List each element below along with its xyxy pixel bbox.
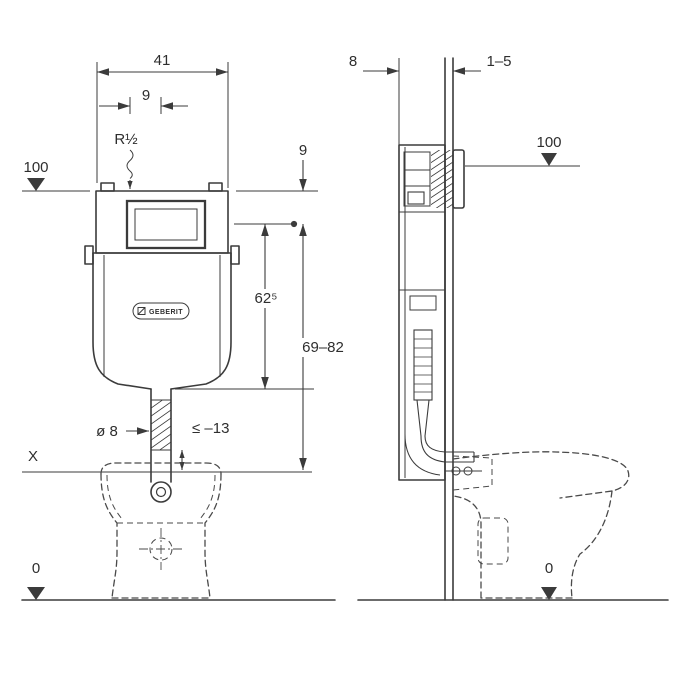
brand-logo-icon xyxy=(137,307,146,315)
service-opening-outer xyxy=(125,199,207,250)
wall-lines xyxy=(444,57,454,601)
front-dim-width: 41 xyxy=(96,52,229,188)
side-datum-0: 0 xyxy=(357,560,669,601)
water-squiggle-icon xyxy=(126,149,134,179)
dim-41-label: 41 xyxy=(154,52,171,69)
datum-0-left-label: 0 xyxy=(32,560,40,577)
tank-side-outline xyxy=(398,144,446,481)
toilet-bowl-side xyxy=(452,451,630,599)
dia-8-label: ø 8 xyxy=(96,423,118,440)
fixing-bolt-icon xyxy=(451,466,461,476)
side-view: 8 1–5 xyxy=(349,53,669,601)
dim-62-label: 62⁵ xyxy=(255,290,278,307)
cistern-side-tab-left xyxy=(84,245,94,265)
tank-outline-right xyxy=(170,252,232,390)
flush-bend-side xyxy=(413,329,433,401)
datum-x-label: X xyxy=(28,448,38,465)
datum-100-right-label: 100 xyxy=(536,134,561,151)
flush-plate-side xyxy=(452,149,465,209)
front-datum-100: 100 xyxy=(22,159,90,192)
wall-section-hatch xyxy=(431,150,453,208)
datum-triangle-icon xyxy=(541,587,557,600)
reference-dot-icon xyxy=(290,220,298,228)
dim-9-right-label: 9 xyxy=(299,142,307,159)
datum-0-right-label: 0 xyxy=(545,560,553,577)
pipe-cut-hatch xyxy=(151,400,171,450)
front-dim-supply-offset: 9 xyxy=(99,87,188,114)
front-datum-0: 0 xyxy=(21,560,336,601)
brand-badge: GEBERIT xyxy=(132,302,190,320)
cistern-top-tab-left xyxy=(100,182,115,192)
brand-badge-outline xyxy=(132,302,190,320)
pipe-diameter-callout: ø 8 xyxy=(96,423,149,440)
front-view: 41 9 R½ 100 9 xyxy=(21,52,349,601)
dim-8-label: 8 xyxy=(349,53,357,70)
side-dim-cladding: 1–5 xyxy=(453,53,512,75)
cistern-top-tab-right xyxy=(208,182,223,192)
side-dim-depth: 8 xyxy=(349,53,400,145)
pipe-cut-callout: ≤ –13 xyxy=(179,420,229,470)
cistern-side xyxy=(398,144,482,481)
brand-label: GEBERIT xyxy=(149,309,183,316)
front-dim-plate-drop: 9 xyxy=(236,142,318,192)
datum-100-left-label: 100 xyxy=(23,159,48,176)
datum-triangle-icon xyxy=(541,153,557,166)
cut-13-label: ≤ –13 xyxy=(192,420,229,437)
dim-9-top-label: 9 xyxy=(142,87,150,104)
datum-triangle-icon xyxy=(27,587,45,600)
bowl-trap-outline xyxy=(477,517,509,565)
dim-1-5-label: 1–5 xyxy=(486,53,511,70)
tank-outline-left xyxy=(92,252,152,390)
pipe-bowl-connection xyxy=(150,481,172,503)
bowl-outlet-circle xyxy=(149,537,173,561)
water-supply-callout: R½ xyxy=(114,131,138,189)
front-datum-x: X xyxy=(22,448,312,473)
dim-69-82-label: 69–82 xyxy=(302,339,344,356)
supply-thread-label: R½ xyxy=(114,131,138,148)
front-dim-install-height: 69–82 xyxy=(297,224,349,470)
service-opening-inner xyxy=(134,208,198,241)
toilet-bowl-front xyxy=(100,462,222,599)
cistern-front: GEBERIT xyxy=(84,182,240,483)
datum-triangle-icon xyxy=(27,178,45,191)
flush-pipe-front xyxy=(150,388,172,483)
side-datum-100: 100 xyxy=(465,134,580,167)
front-dim-tank-height: 62⁵ xyxy=(175,224,314,390)
fixing-bolt-icon xyxy=(463,466,473,476)
cistern-side-tab-right xyxy=(230,245,240,265)
